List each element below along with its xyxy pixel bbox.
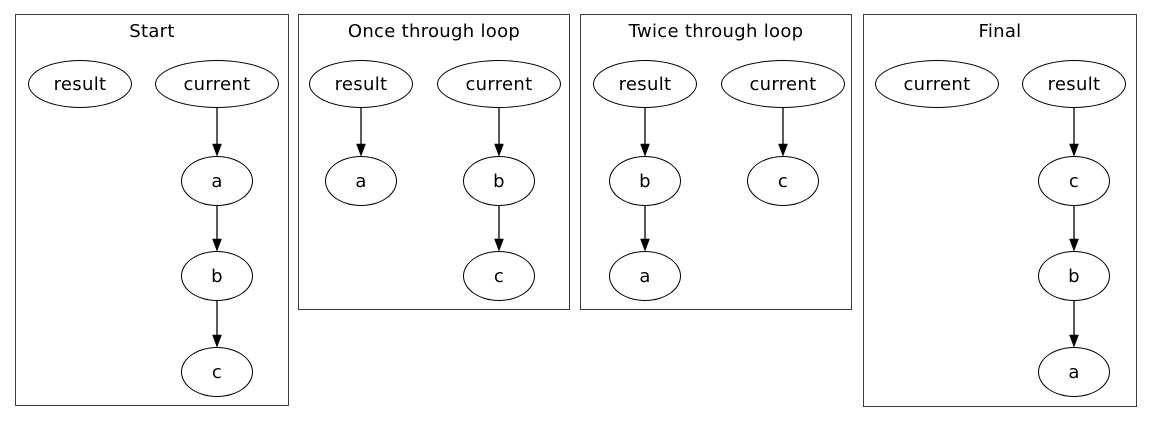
edge-arrow-b-a — [640, 206, 650, 252]
edge-arrow-current-b — [494, 108, 504, 157]
panel-once-through-loop: Once through loop result current a b c — [298, 14, 570, 310]
edge-arrow-current-c — [778, 108, 788, 157]
node-a: a — [181, 156, 253, 206]
node-c: c — [181, 347, 253, 397]
node-b: b — [1038, 251, 1110, 301]
edge-arrow-c-b — [1069, 206, 1079, 252]
node-a: a — [325, 156, 397, 206]
panel-title: Twice through loop — [628, 21, 804, 42]
node-b: b — [181, 251, 253, 301]
node-c: c — [1038, 156, 1110, 206]
node-current: current — [875, 60, 999, 108]
edge-arrow-result-a — [356, 108, 366, 157]
node-a: a — [1038, 347, 1110, 397]
edge-arrow-result-b — [640, 108, 650, 157]
panel-twice-through-loop: Twice through loop result current b c a — [580, 14, 852, 310]
panel-title: Start — [129, 21, 175, 42]
panel-start: Start result current a b c — [15, 14, 289, 406]
node-c: c — [747, 156, 819, 206]
node-a: a — [609, 251, 681, 301]
panel-title: Once through loop — [347, 21, 521, 42]
panel-final: Final current result c b a — [863, 14, 1137, 407]
panel-title: Final — [978, 21, 1022, 42]
edge-arrow-a-b — [212, 206, 222, 252]
node-current: current — [721, 60, 845, 108]
edge-arrow-b-a — [1069, 301, 1079, 348]
node-result: result — [28, 60, 132, 108]
edge-arrow-b-c — [494, 206, 504, 252]
edge-arrow-result-c — [1069, 108, 1079, 157]
node-c: c — [463, 251, 535, 301]
node-result: result — [593, 60, 697, 108]
node-result: result — [309, 60, 413, 108]
edge-arrow-current-a — [212, 108, 222, 157]
node-current: current — [155, 60, 279, 108]
node-current: current — [437, 60, 561, 108]
node-result: result — [1022, 60, 1126, 108]
node-b: b — [463, 156, 535, 206]
node-b: b — [609, 156, 681, 206]
edge-arrow-b-c — [212, 301, 222, 348]
